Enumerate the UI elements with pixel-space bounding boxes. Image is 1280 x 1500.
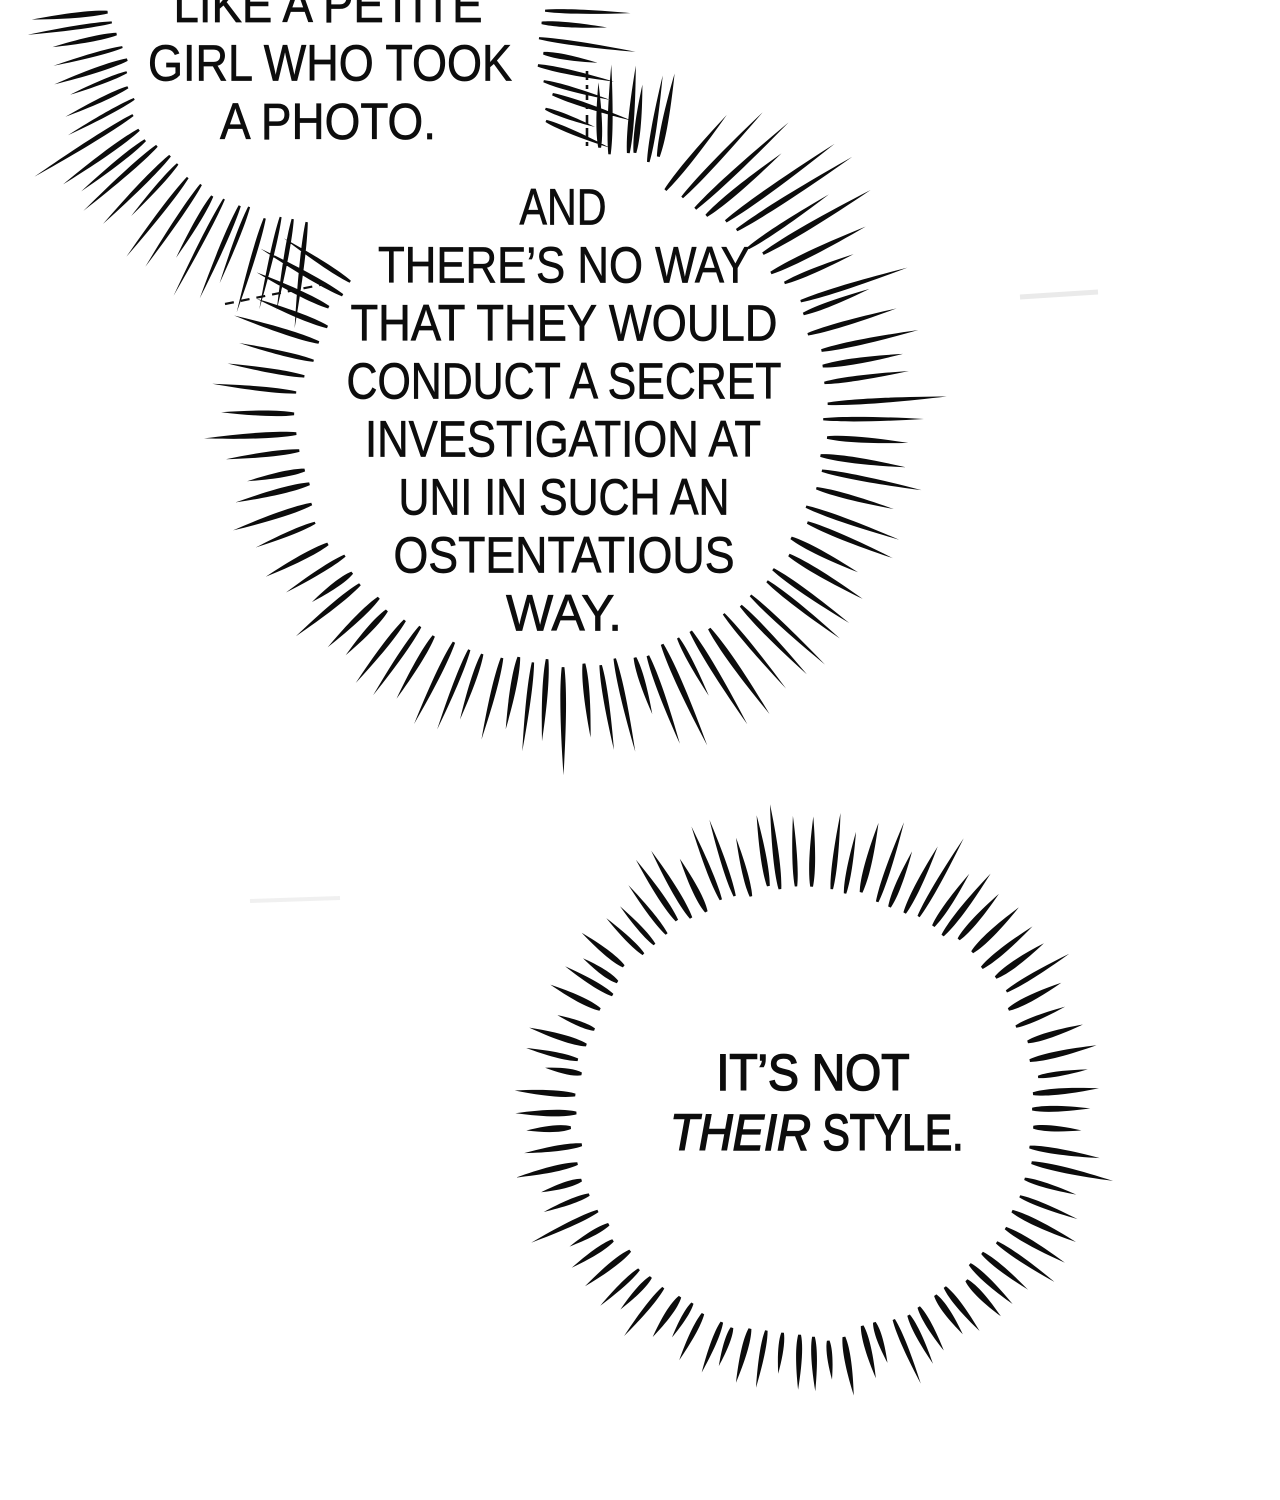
svg-text:OSTENTATIOUS: OSTENTATIOUS <box>394 527 735 584</box>
svg-text:IT’S NOT: IT’S NOT <box>717 1044 910 1101</box>
svg-text:UNI IN SUCH AN: UNI IN SUCH AN <box>399 469 730 526</box>
svg-text:LIKE A PETITE: LIKE A PETITE <box>174 0 483 33</box>
svg-text:AND: AND <box>520 179 607 236</box>
svg-text:GIRL WHO TOOK: GIRL WHO TOOK <box>148 35 512 92</box>
svg-text:A PHOTO.: A PHOTO. <box>220 93 436 150</box>
svg-text:INVESTIGATION AT: INVESTIGATION AT <box>365 411 761 468</box>
svg-text:THAT THEY WOULD: THAT THEY WOULD <box>351 295 778 352</box>
svg-text:CONDUCT A SECRET: CONDUCT A SECRET <box>347 353 782 410</box>
svg-text:WAY.: WAY. <box>506 585 622 642</box>
svg-text:STYLE.: STYLE. <box>823 1104 964 1161</box>
svg-text:THERE’S NO WAY: THERE’S NO WAY <box>378 237 750 294</box>
svg-text:THEIR: THEIR <box>670 1104 811 1161</box>
